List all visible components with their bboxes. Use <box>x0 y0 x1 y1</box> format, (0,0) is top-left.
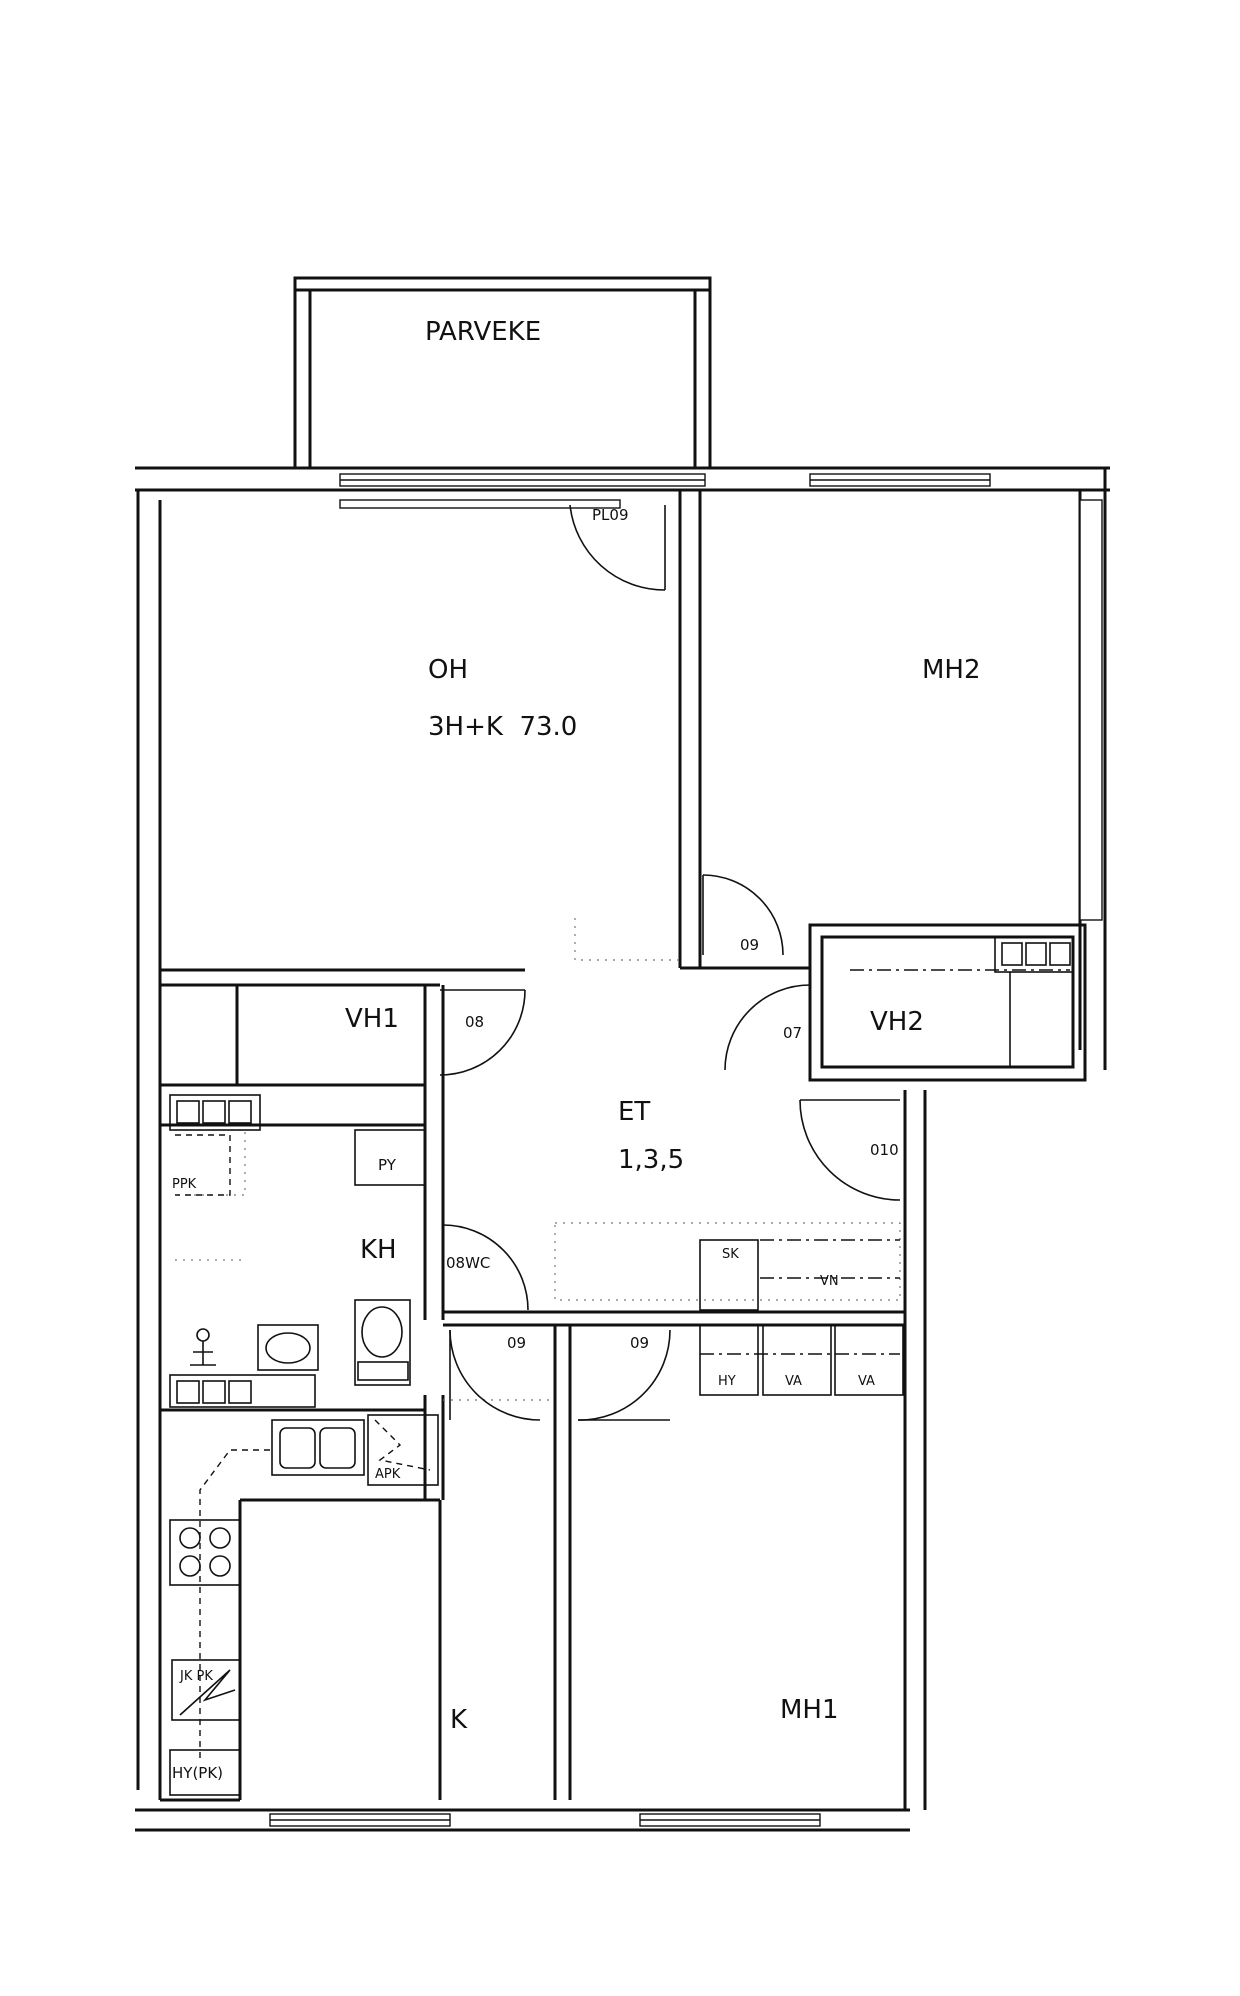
stove <box>169 1519 241 1586</box>
dotted-lines <box>175 918 901 1401</box>
kh-cabinets <box>169 1374 316 1408</box>
label-vn: VN <box>820 1274 839 1289</box>
label-py: PY <box>378 1156 397 1174</box>
door-09-mh1 <box>577 1329 671 1421</box>
kitchen-sink <box>271 1419 365 1476</box>
label-vh2: VH2 <box>870 1007 924 1037</box>
doors <box>439 504 901 1421</box>
door-08wc <box>442 1224 529 1311</box>
storage-cabinets <box>699 1324 904 1396</box>
room-labels: PARVEKE OH 3H+K 73.0 MH2 VH1 VH2 ET 1,3,… <box>345 317 981 1735</box>
code-09-mh1: 09 <box>630 1334 649 1352</box>
label-parveke: PARVEKE <box>425 317 541 347</box>
label-mh1: MH1 <box>780 1695 839 1725</box>
code-08wc: 08WC <box>446 1254 490 1272</box>
door-pl09 <box>569 504 666 591</box>
label-va-2: VA <box>858 1374 875 1389</box>
outer-walls <box>135 466 1110 1832</box>
door-08 <box>439 989 526 1076</box>
door-07 <box>724 984 811 1071</box>
label-sk: SK <box>722 1247 739 1262</box>
door-code-labels: PL09 09 08 07 010 08WC 09 09 <box>446 506 899 1352</box>
balcony <box>293 276 712 470</box>
fixtures <box>169 936 1074 1796</box>
ppk-box <box>175 1134 231 1196</box>
door-010 <box>799 1099 901 1201</box>
door-09-mh2 <box>702 874 784 956</box>
label-apartment-info: 3H+K 73.0 <box>428 712 577 742</box>
door-09-k <box>449 1329 541 1421</box>
code-07: 07 <box>783 1024 802 1042</box>
label-et: ET <box>618 1097 650 1127</box>
label-kh: KH <box>360 1235 397 1265</box>
label-hy-pk: HY(PK) <box>172 1764 223 1782</box>
fridge <box>171 1659 241 1721</box>
interior-walls <box>158 490 1087 1802</box>
label-vh1: VH1 <box>345 1004 399 1034</box>
label-ppk: PPK <box>172 1177 197 1192</box>
toilet <box>354 1299 411 1386</box>
sk-box <box>699 1239 759 1311</box>
code-09-k: 09 <box>507 1334 526 1352</box>
code-010: 010 <box>870 1141 899 1159</box>
hy-pk-box <box>169 1749 241 1796</box>
washbasin <box>257 1324 319 1371</box>
label-hy: HY <box>718 1374 736 1389</box>
code-pl09: PL09 <box>592 506 629 524</box>
label-k: K <box>450 1705 468 1735</box>
vh2-cabinets <box>994 936 1074 1067</box>
code-09-mh2: 09 <box>740 936 759 954</box>
kitchen-counter <box>199 1449 270 1760</box>
label-mh2: MH2 <box>922 655 981 685</box>
fixture-labels: PY PPK APK SK VN HY VA VA JK PK HY(PK) <box>172 1156 875 1782</box>
apk-box <box>367 1414 439 1486</box>
label-oh: OH <box>428 655 468 685</box>
vh1-cabinets <box>169 1094 261 1131</box>
closet-lines <box>260 969 1070 1355</box>
windows <box>269 473 1103 1827</box>
label-jk-pk: JK PK <box>179 1669 213 1684</box>
label-apk: APK <box>375 1467 401 1482</box>
label-et-floors: 1,3,5 <box>618 1145 684 1175</box>
label-va-1: VA <box>785 1374 802 1389</box>
py-box <box>354 1129 426 1186</box>
code-08: 08 <box>465 1013 484 1031</box>
shower <box>190 1328 216 1366</box>
